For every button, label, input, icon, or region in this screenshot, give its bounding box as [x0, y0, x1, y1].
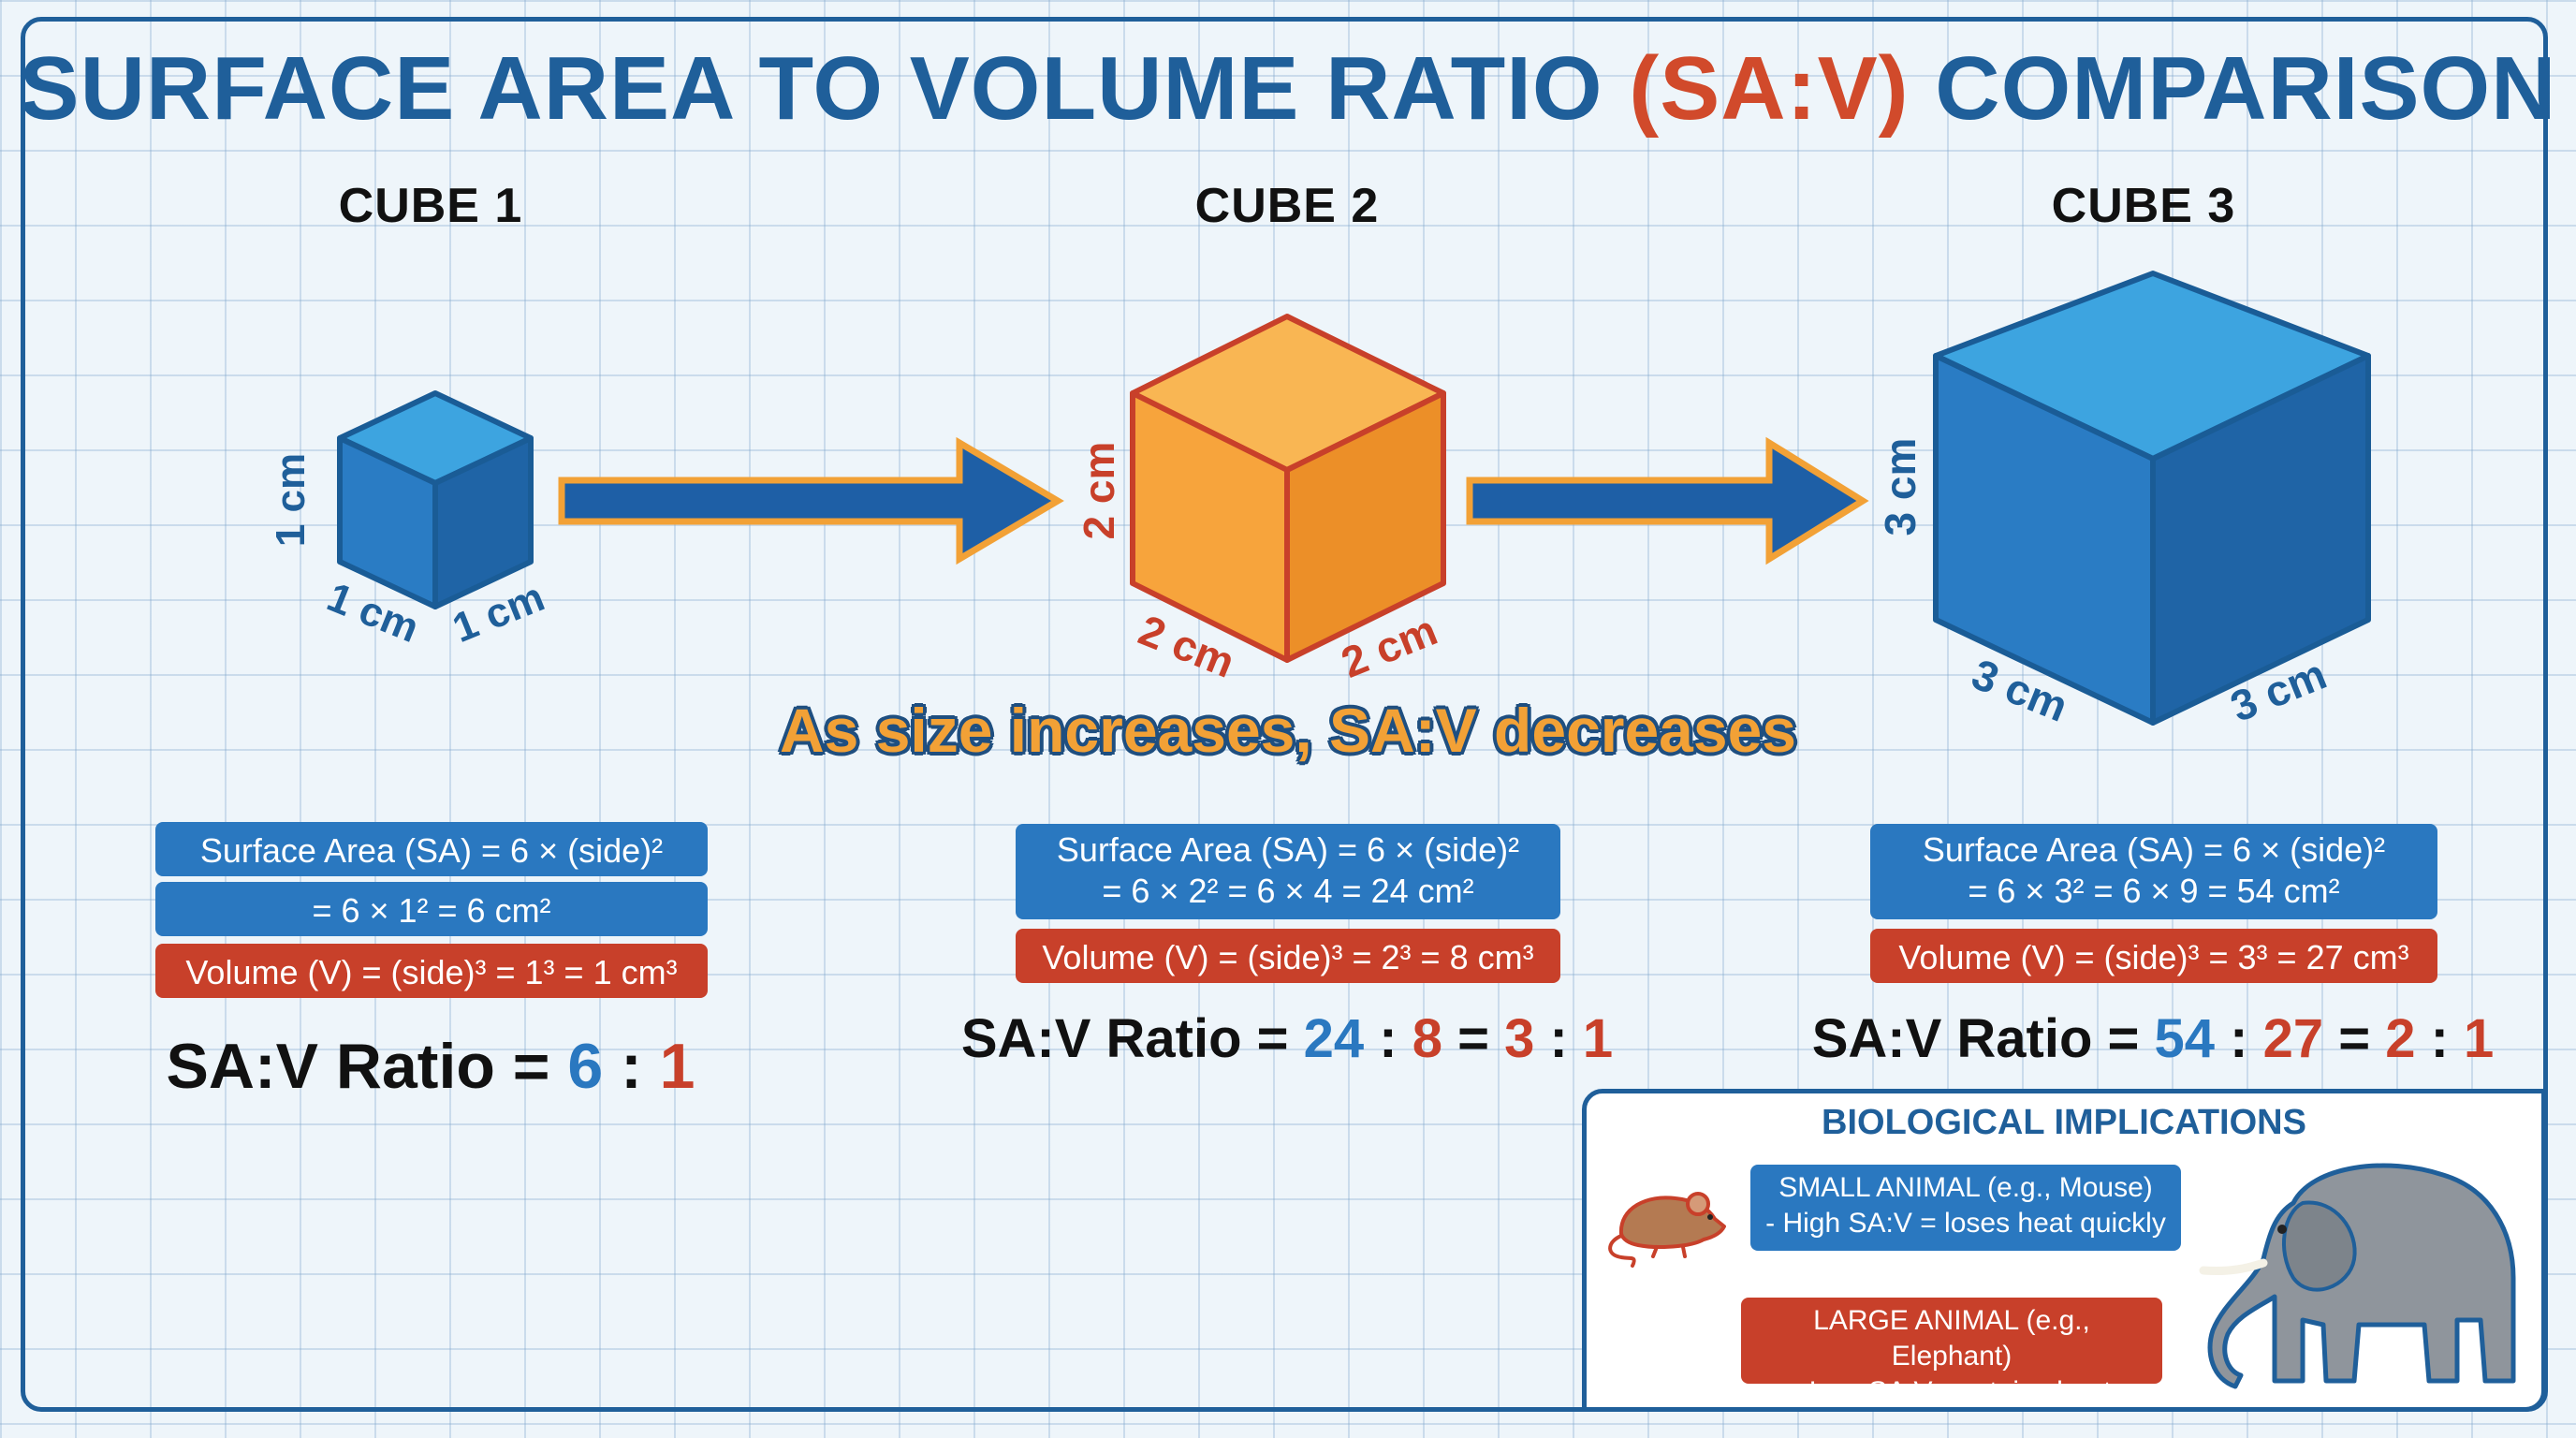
cube-1-volume-formula: Volume (V) = (side)³ = 1³ = 1 cm³: [155, 944, 708, 998]
large-animal-note: LARGE ANIMAL (e.g., Elephant) - Low SA:V…: [1741, 1298, 2162, 1407]
cube-3: [1933, 271, 2371, 726]
mouse-icon: [1608, 1192, 1726, 1268]
arrow-2: [1466, 436, 1869, 565]
biological-implications-title: BIOLOGICAL IMPLICATIONS: [1822, 1103, 2306, 1142]
cube-3-ratio: SA:V Ratio = 54 : 27 = 2 : 1: [1811, 1008, 2495, 1069]
small-animal-note: SMALL ANIMAL (e.g., Mouse) - High SA:V =…: [1750, 1165, 2181, 1251]
cube-2-ratio: SA:V Ratio = 24 : 8 = 3 : 1: [960, 1008, 1614, 1069]
arrow-1: [558, 436, 1064, 565]
cube-3-volume-formula: Volume (V) = (side)³ = 3³ = 27 cm³: [1870, 929, 2437, 983]
cube-2: [1130, 314, 1446, 663]
cube-2-height-label: 2 cm: [1075, 442, 1123, 540]
cube-1-height-label: 1 cm: [268, 453, 314, 547]
cube-1-heading: CUBE 1: [338, 179, 523, 233]
page-title: SURFACE AREA TO VOLUME RATIO (SA:V) COMP…: [19, 38, 2557, 139]
cube-3-heading: CUBE 3: [2051, 179, 2236, 233]
cube-1: [337, 390, 534, 609]
cube-3-height-label: 3 cm: [1876, 438, 1925, 536]
cube-1-surface-area-formula: Surface Area (SA) = 6 × (side)²: [155, 822, 708, 876]
cube-2-heading: CUBE 2: [1194, 179, 1380, 233]
cube-2-volume-formula: Volume (V) = (side)³ = 2³ = 8 cm³: [1016, 929, 1560, 983]
cube-2-surface-area-formula: Surface Area (SA) = 6 × (side)²= 6 × 2² …: [1016, 824, 1560, 919]
page-frame: [21, 17, 2548, 1412]
cube-3-surface-area-formula: Surface Area (SA) = 6 × (side)²= 6 × 3² …: [1870, 824, 2437, 919]
tagline: As size increases, SA:V decreases: [779, 696, 1796, 765]
cube-1-ratio: SA:V Ratio = 6 : 1: [166, 1031, 695, 1102]
cube-1-surface-area-calc: = 6 × 1² = 6 cm²: [155, 882, 708, 936]
elephant-icon: [2199, 1163, 2516, 1389]
